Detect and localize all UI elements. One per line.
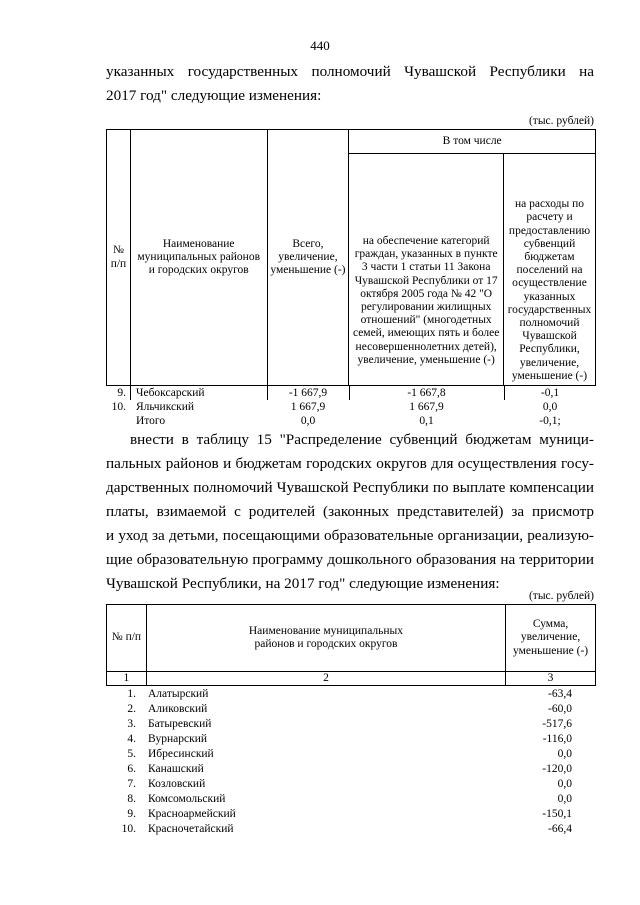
table-row: 10. Яльчикский 1 667,9 1 667,9 0,0 [106, 400, 596, 414]
para2-line-6: щие образовательную программу дошкольног… [106, 551, 594, 568]
intro-paragraph: указанных государственных полномочий Чув… [106, 60, 594, 108]
page-number: 440 [310, 38, 330, 53]
t2-row-num: 6. [127, 763, 136, 775]
t1-row-sub2: -0,1; [539, 415, 561, 427]
table1-header: № п/п Наименование муниципальных районов… [106, 129, 597, 386]
t1-row-name: Чебоксарский [136, 387, 205, 399]
para2-line-5: и уход за детьми, посещающими образовате… [106, 527, 594, 544]
table1-unit-label: (тыс. рублей) [528, 115, 594, 127]
t1-row-total: 1 667,9 [290, 401, 326, 413]
t1-row-total: 0,0 [300, 415, 316, 427]
para2-line-7: Чувашской Республики, на 2017 год" следу… [106, 575, 500, 592]
t2-header-sum: Сумма, увеличение, уменьшение (-) [505, 604, 596, 672]
paragraph-2: внести в таблицу 15 "Распределение субве… [106, 428, 594, 596]
t1-row-num: 9. [117, 387, 126, 399]
t1-row-name: Итого [136, 415, 166, 427]
t2-row-num: 7. [127, 778, 136, 790]
t2-row-val: -116,0 [542, 733, 572, 745]
intro-line-2: 2017 год" следующие изменения: [106, 87, 322, 104]
t2-colnum-1: 1 [106, 670, 147, 687]
para2-line-4: платы, взимаемой с родителей (законных п… [106, 503, 594, 520]
t2-row-val: -63,4 [548, 688, 572, 700]
table-row: 5. Ибресинский 0,0 [106, 747, 596, 761]
t2-colnum-3: 3 [505, 670, 596, 687]
t2-row-name: Батыревский [148, 718, 212, 730]
table2-header: № п/п Наименование муниципальных районов… [106, 604, 596, 687]
t1-row-sub2: 0,0 [542, 401, 558, 413]
t1-row-total: -1 667,9 [288, 387, 328, 399]
table-row: 9. Красноармейский -150,1 [106, 807, 596, 821]
t2-row-num: 2. [127, 703, 136, 715]
table-row: 1. Алатырский -63,4 [106, 687, 596, 701]
t2-row-num: 10. [121, 823, 136, 835]
t2-row-val: 0,0 [557, 793, 572, 805]
intro-line-1: указанных государственных полномочий Чув… [106, 63, 594, 80]
t2-row-num: 8. [127, 793, 136, 805]
t1-header-incl: В том числе [348, 129, 596, 154]
t2-row-name: Вурнарский [148, 733, 208, 745]
t2-row-num: 3. [127, 718, 136, 730]
t2-row-val: -66,4 [548, 823, 572, 835]
t2-colnum-2: 2 [145, 670, 507, 687]
table-row: 6. Канашский -120,0 [106, 762, 596, 776]
para2-line-2: пальных районов и бюджетам городских окр… [106, 455, 594, 472]
t2-row-val: -517,6 [542, 718, 572, 730]
t1-row-name: Яльчикский [136, 401, 195, 413]
table2-unit-label: (тыс. рублей) [528, 590, 594, 602]
t1-row-num: 10. [111, 401, 126, 413]
t2-header-num: № п/п [106, 604, 147, 672]
table-row: 10. Красночетайский -66,4 [106, 822, 596, 836]
t1-row-sub1: -1 667,8 [407, 387, 446, 399]
t2-row-val: 0,0 [557, 748, 572, 760]
t1-header-num: № п/п [106, 129, 131, 386]
t2-row-val: -120,0 [542, 763, 572, 775]
t1-header-total: Всего, увеличение, уменьшение (-) [266, 129, 350, 386]
t2-row-name: Козловский [148, 778, 206, 790]
t2-row-num: 1. [127, 688, 136, 700]
para2-line-3: дарственных полномочий Чувашской Республ… [106, 479, 594, 496]
t1-header-sub1: на обеспечение категорий граждан, указан… [348, 153, 504, 386]
table-row: 9. Чебоксарский -1 667,9 -1 667,8 -0,1 [106, 386, 596, 400]
table2-body: 1. Алатырский -63,4 2. Аликовский -60,0 … [106, 687, 596, 837]
table-row: 3. Батыревский -517,6 [106, 717, 596, 731]
para2-line-1: внести в таблицу 15 "Распределение субве… [130, 431, 594, 448]
t2-row-name: Алатырский [148, 688, 209, 700]
table-row: 2. Аликовский -60,0 [106, 702, 596, 716]
table-row: 7. Козловский 0,0 [106, 777, 596, 791]
t2-row-name: Красноармейский [148, 808, 236, 820]
t2-row-name: Красночетайский [148, 823, 234, 835]
table1-body: 9. Чебоксарский -1 667,9 -1 667,8 -0,1 1… [106, 386, 596, 430]
t1-header-name: Наименование муниципальных районов и гор… [129, 129, 268, 386]
table-row: 8. Комсомольский 0,0 [106, 792, 596, 806]
table-row-total: Итого 0,0 0,1 -0,1; [106, 414, 596, 428]
t1-row-sub1: 0,1 [419, 415, 434, 427]
t2-row-num: 5. [127, 748, 136, 760]
t2-row-num: 9. [127, 808, 136, 820]
t2-row-val: -150,1 [542, 808, 572, 820]
t2-row-name: Канашский [148, 763, 204, 775]
t2-row-name: Комсомольский [148, 793, 226, 805]
t2-row-name: Аликовский [148, 703, 208, 715]
t1-row-sub1: 1 667,9 [409, 401, 444, 413]
t2-row-name: Ибресинский [148, 748, 214, 760]
t1-row-sub2: -0,1 [540, 387, 560, 399]
t1-header-sub2: на расходы по расчету и предоставлению с… [502, 153, 597, 386]
t2-row-num: 4. [127, 733, 136, 745]
t2-header-name: Наименование муниципальных районов и гор… [145, 604, 507, 672]
table-row: 4. Вурнарский -116,0 [106, 732, 596, 746]
t2-row-val: 0,0 [557, 778, 572, 790]
t2-row-val: -60,0 [548, 703, 572, 715]
